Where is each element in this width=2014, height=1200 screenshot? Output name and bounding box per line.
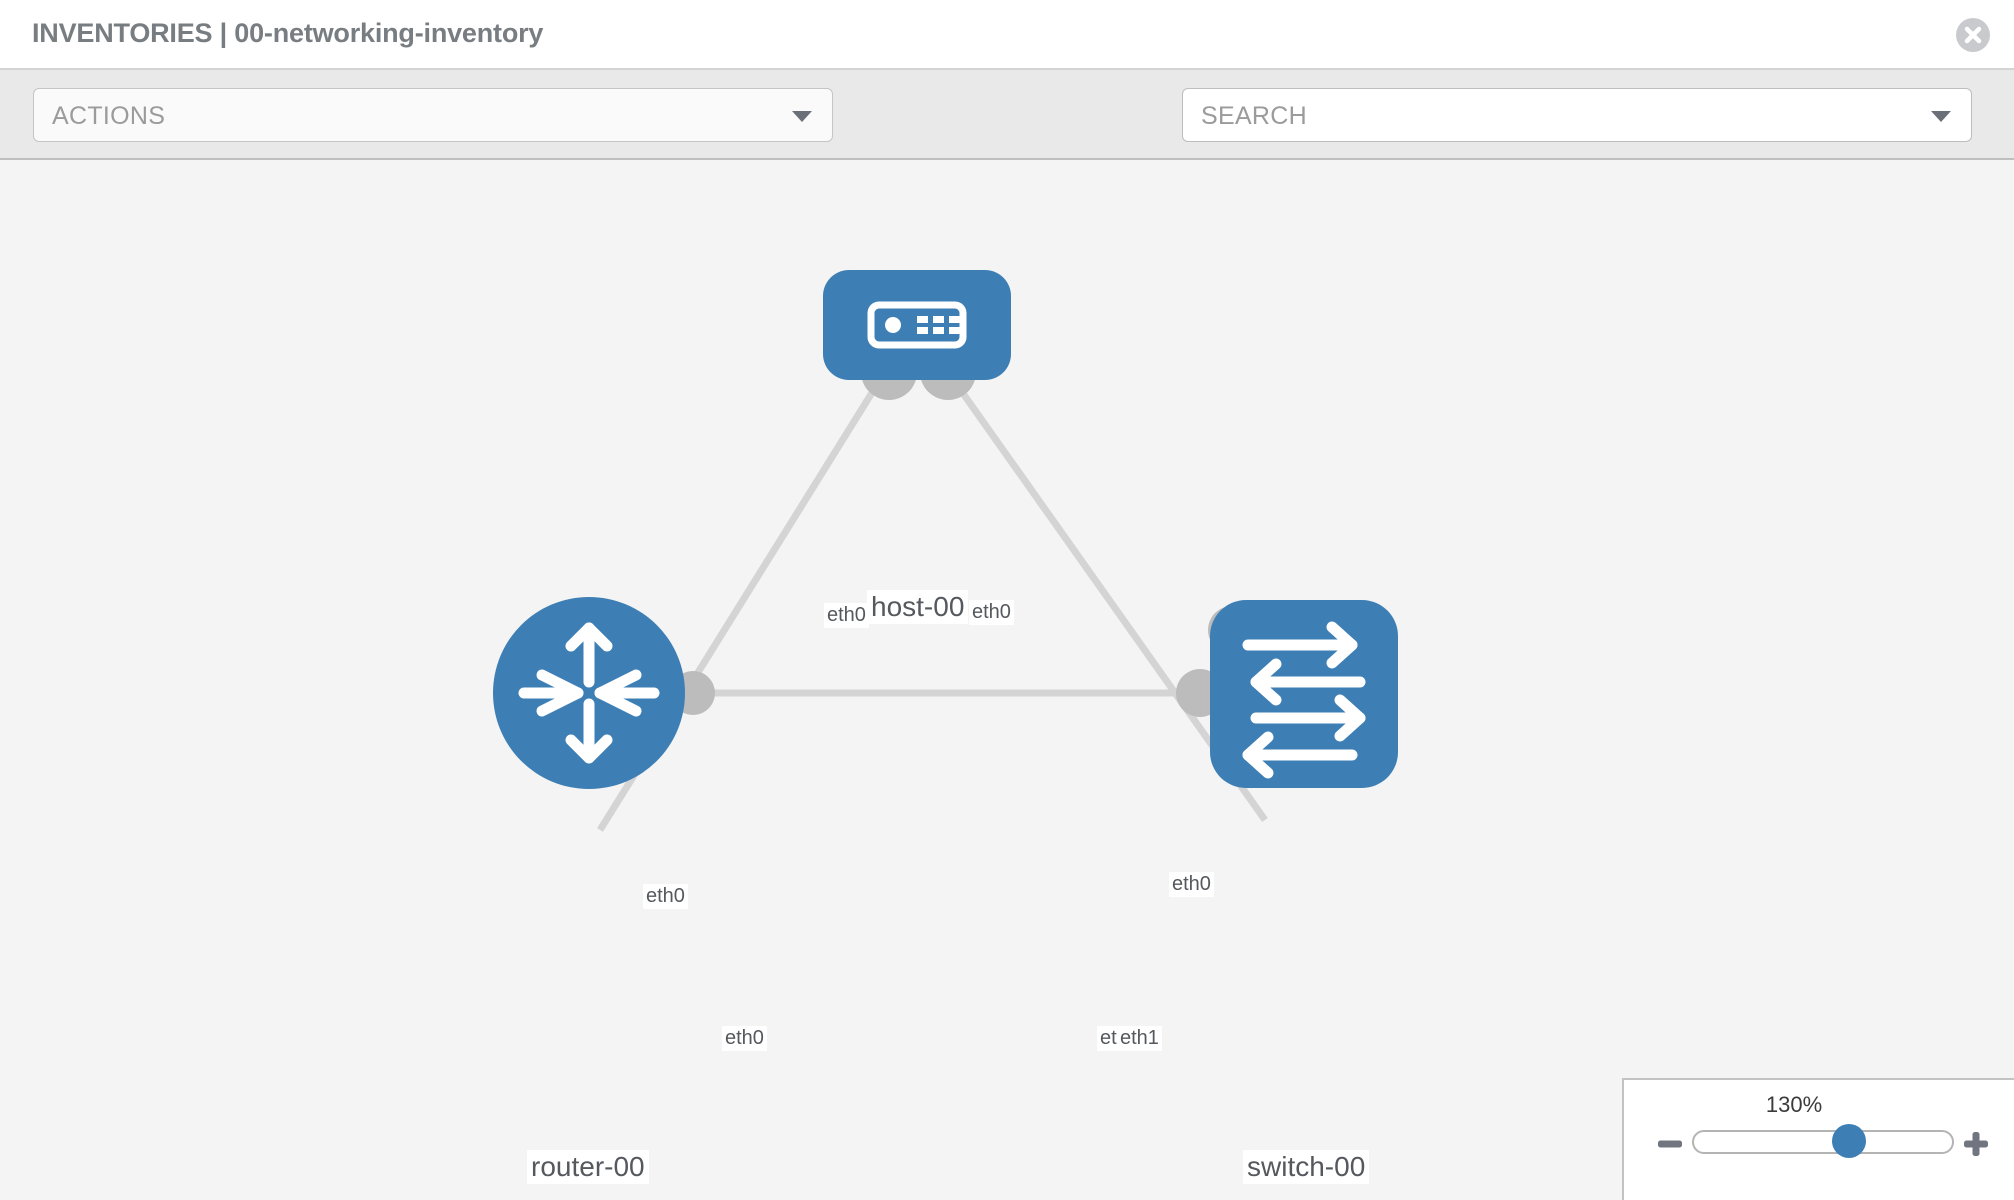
node-label-host-00: host-00 bbox=[867, 590, 969, 624]
zoom-in-button[interactable] bbox=[1962, 1130, 1990, 1163]
zoom-out-button[interactable] bbox=[1656, 1130, 1684, 1163]
iface-label-host00-left: eth0 bbox=[824, 603, 869, 628]
chevron-down-icon[interactable] bbox=[1931, 111, 1951, 122]
router-arrows-icon bbox=[518, 622, 660, 764]
actions-dropdown-label: ACTIONS bbox=[52, 102, 166, 130]
zoom-percentage-label: 130% bbox=[1765, 1092, 1823, 1117]
iface-label-router00-uplink: eth0 bbox=[643, 884, 688, 909]
node-router-00[interactable] bbox=[493, 597, 685, 789]
zoom-control-panel: 130% bbox=[1622, 1078, 2014, 1200]
actions-dropdown[interactable]: ACTIONS bbox=[33, 88, 833, 142]
zoom-slider-thumb[interactable] bbox=[1832, 1124, 1866, 1158]
iface-label-host00-right: eth0 bbox=[969, 600, 1014, 625]
search-placeholder: SEARCH bbox=[1201, 102, 1307, 130]
toolbar: ACTIONS SEARCH bbox=[0, 70, 2014, 194]
iface-label-router00-eth0: eth0 bbox=[722, 1026, 767, 1051]
switch-arrows-icon bbox=[1242, 621, 1366, 779]
iface-label-switch00-eth1: eth1 bbox=[1117, 1026, 1162, 1051]
window-header: INVENTORIES | 00-networking-inventory bbox=[0, 0, 2014, 70]
chevron-down-icon bbox=[792, 111, 812, 122]
node-label-switch-00: switch-00 bbox=[1243, 1150, 1370, 1184]
close-icon[interactable] bbox=[1956, 18, 1990, 52]
node-switch-00[interactable] bbox=[1210, 600, 1398, 788]
zoom-slider-track[interactable] bbox=[1692, 1130, 1954, 1154]
server-icon bbox=[867, 301, 967, 349]
iface-label-switch00-uplink: eth0 bbox=[1169, 872, 1214, 897]
topology-canvas[interactable]: eth0 eth0 eth0 eth0 eth0 eth0 eth1 host-… bbox=[0, 160, 2014, 1200]
node-label-router-00: router-00 bbox=[527, 1150, 649, 1184]
topology-graph bbox=[493, 270, 1398, 832]
node-host-00[interactable] bbox=[823, 270, 1011, 380]
page-title: INVENTORIES | 00-networking-inventory bbox=[32, 18, 544, 48]
search-input[interactable]: SEARCH bbox=[1182, 88, 1972, 142]
